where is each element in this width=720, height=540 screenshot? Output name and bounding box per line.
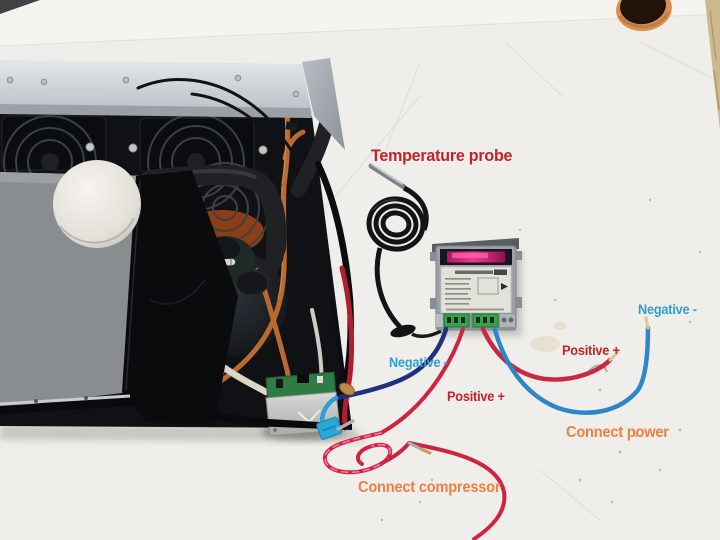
plywood-edge [705, 0, 720, 130]
fan-cables [136, 77, 303, 168]
corner-shadow [0, 0, 40, 14]
panel-screws [6, 74, 300, 98]
label-positive-compressor: Positive + [447, 389, 505, 404]
copper-crimp [339, 382, 355, 396]
board-hole [616, 0, 672, 32]
probe-lead [411, 329, 442, 338]
label-connect-compressor: Connect compressor [358, 479, 501, 496]
connectors [316, 382, 432, 455]
wire-compressor-loop [322, 431, 411, 475]
label-temperature-probe: Temperature probe [371, 146, 513, 165]
cooling-unit [0, 58, 355, 440]
wire-red-tail [407, 441, 507, 540]
wire-tip-negative [644, 316, 650, 330]
label-negative-compressor: Negative - [389, 355, 448, 370]
label-negative-power: Negative - [638, 302, 697, 317]
pin-terminal [407, 441, 425, 452]
wire-blue-connector-lead [319, 395, 339, 425]
fan-mount-nuts [85, 142, 268, 155]
wire-positive-left [379, 327, 465, 435]
temperature-probe [366, 163, 442, 338]
terminal-block [436, 313, 516, 330]
side-panel-wedge [302, 58, 345, 150]
temperature-controller [430, 238, 522, 336]
fan-hub-left [41, 153, 59, 171]
surface-specks [380, 198, 702, 522]
top-panel [0, 60, 312, 118]
pin-terminal-tip [421, 448, 432, 455]
probe-tip [368, 163, 407, 190]
wire-negative-right [492, 325, 651, 415]
probe-coil [366, 185, 429, 329]
white-cup [53, 160, 141, 248]
pipe-collar [235, 270, 269, 296]
surface-mark [587, 364, 608, 373]
wire-positive-right [480, 326, 613, 382]
wire-tip-positive [608, 350, 620, 362]
spade-connector-blue [316, 416, 343, 440]
label-connect-power: Connect power [566, 424, 669, 441]
spec-label [440, 266, 512, 314]
label-positive-power: Positive + [562, 343, 620, 358]
spade-tab [336, 419, 355, 431]
heatshrink-joint [390, 324, 416, 338]
bottom-rail [0, 394, 352, 430]
tube-clamp [285, 121, 298, 131]
